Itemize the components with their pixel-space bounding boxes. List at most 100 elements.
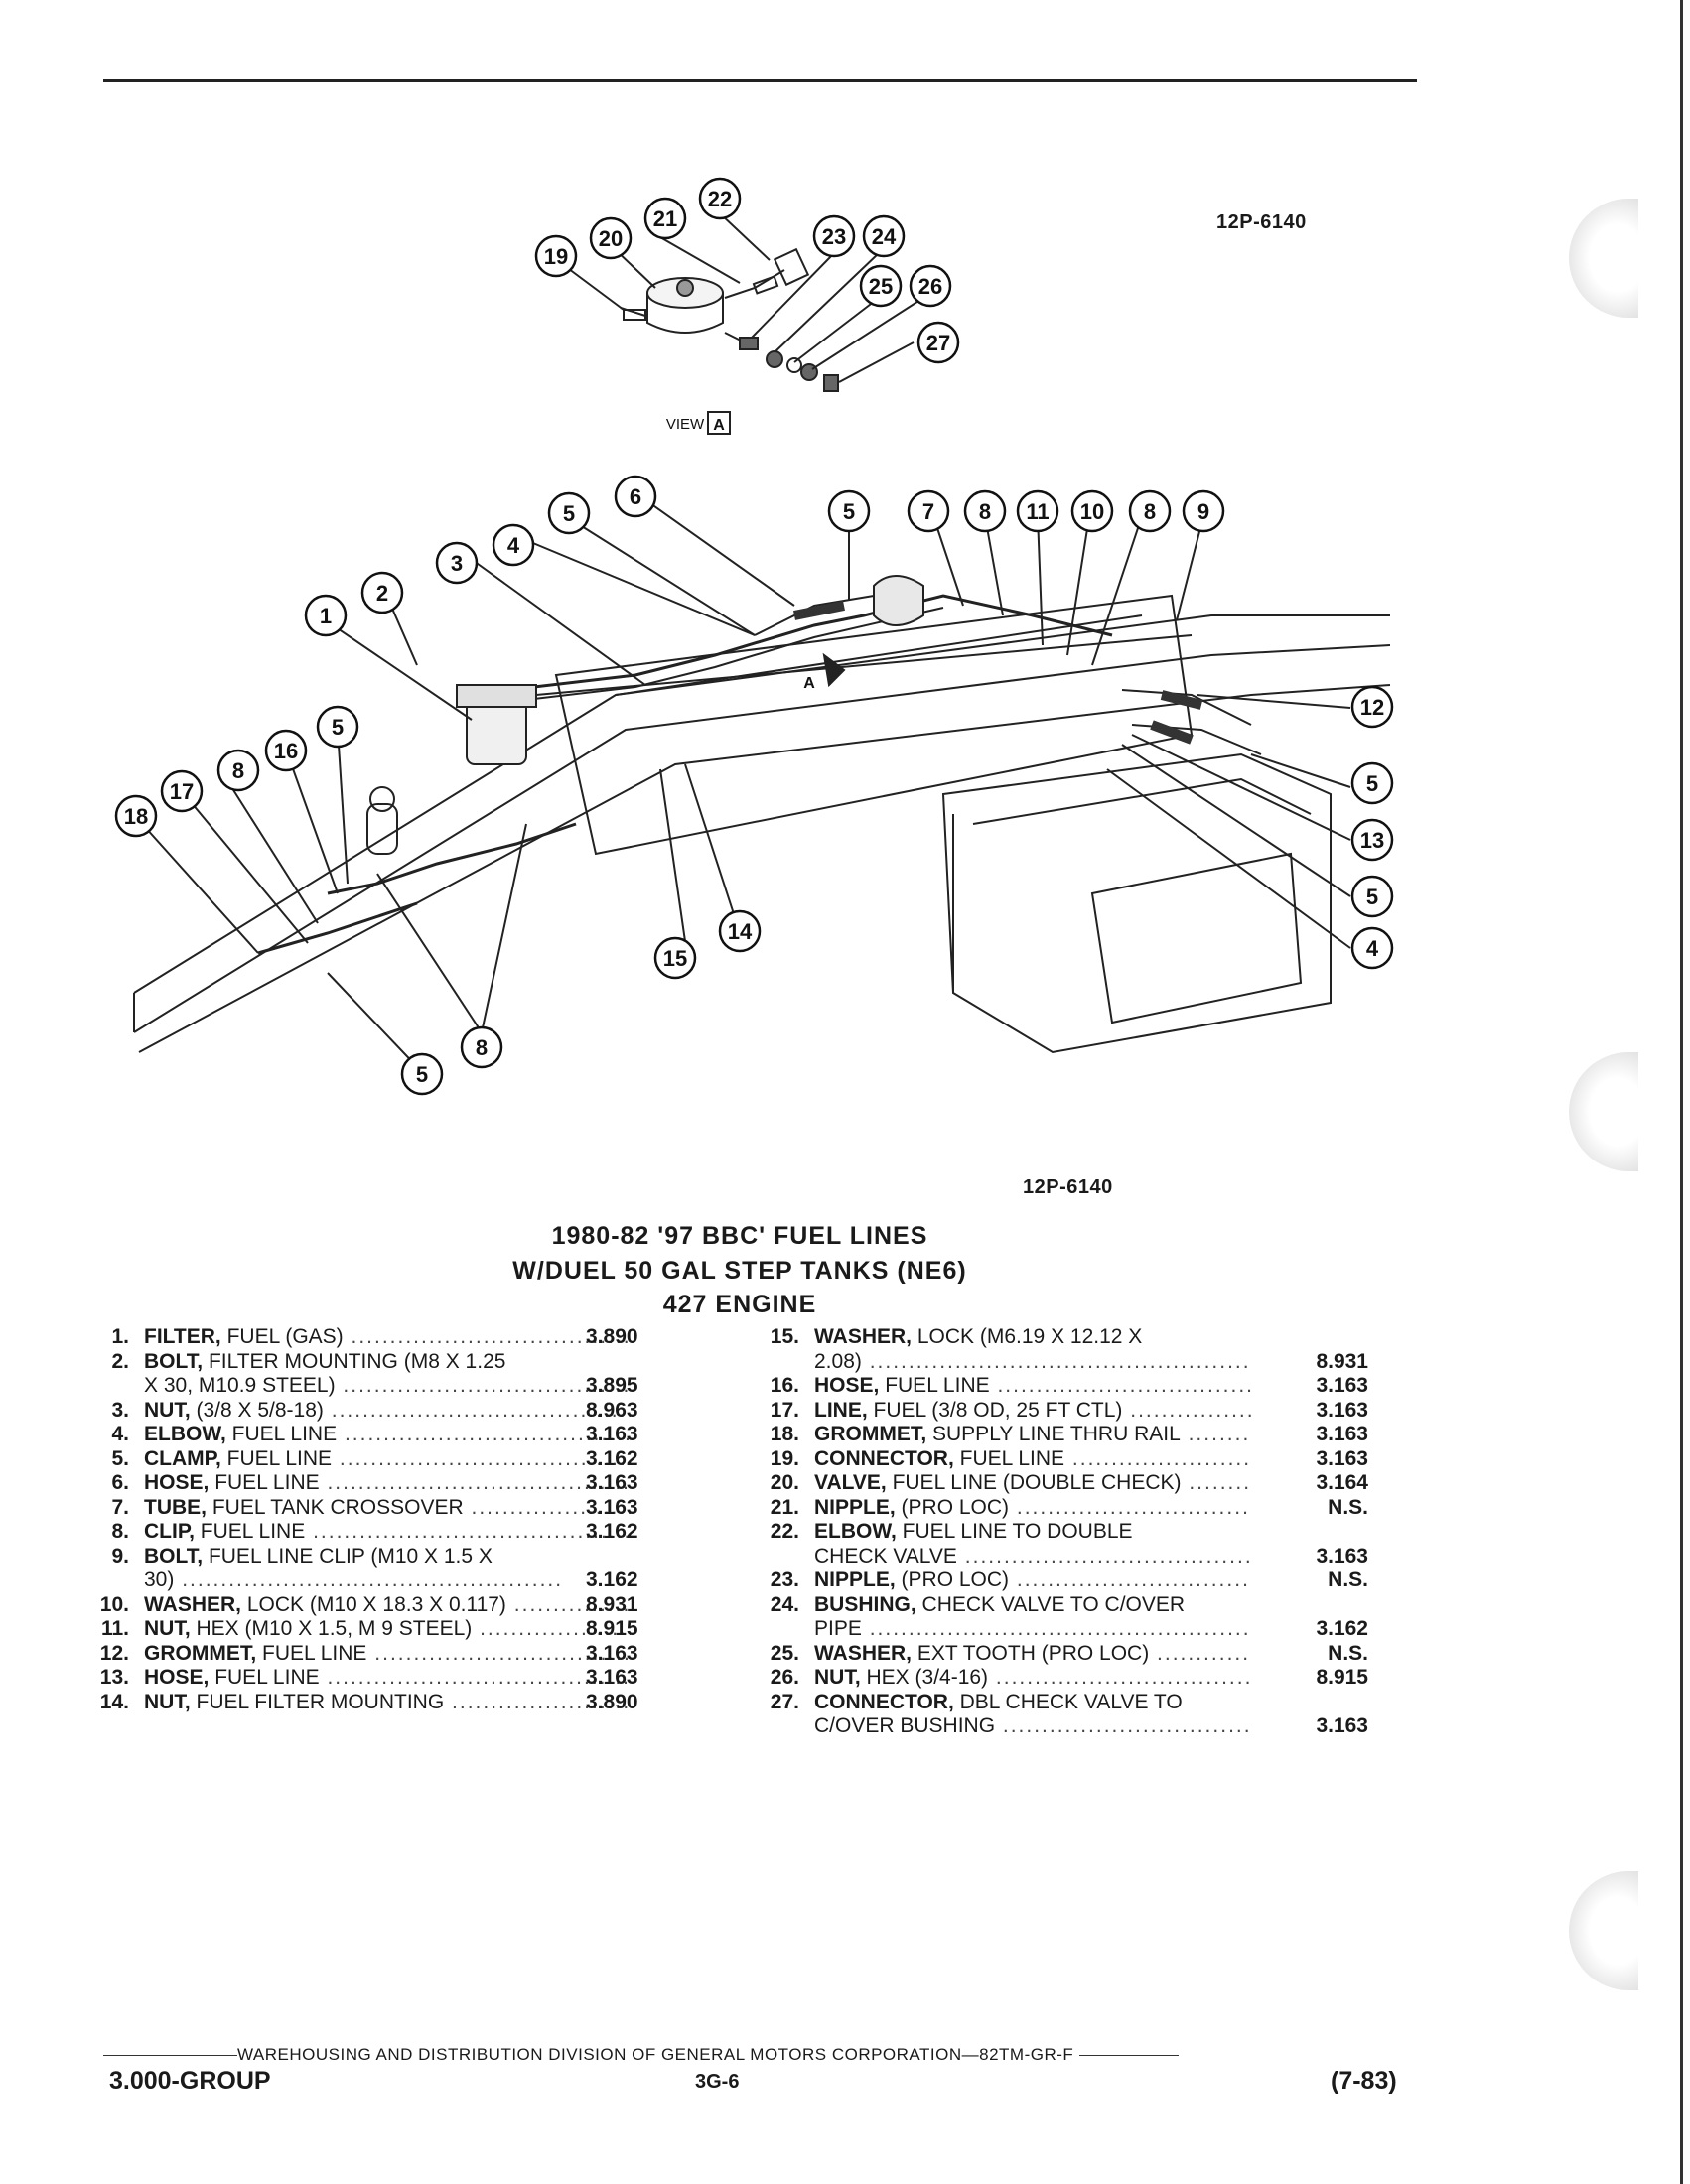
part-row: 13. HOSE, FUEL LINE .....................…: [84, 1666, 720, 1691]
part-code: 3.162: [586, 1569, 638, 1591]
figure-code-top: 12P-6140: [1216, 211, 1307, 233]
part-row: 3.NUT, (3/8 X 5/8-18) ..................…: [84, 1399, 720, 1424]
part-description: VALVE, FUEL LINE (DOUBLE CHECK) ........…: [814, 1471, 1251, 1494]
part-code: 8.931: [1316, 1349, 1368, 1373]
svg-text:4: 4: [1366, 936, 1379, 961]
part-number: 3.: [111, 1398, 129, 1422]
part-code: 3.163: [1316, 1423, 1368, 1445]
svg-text:19: 19: [544, 244, 568, 269]
part-row-continued: 2.08) ..................................…: [755, 1350, 1410, 1375]
part-number: 8.: [111, 1520, 129, 1543]
part-description: BOLT, FILTER MOUNTING (M8 X 1.25: [144, 1349, 506, 1373]
part-description-continued: X 30, M10.9 STEEL) .....................…: [144, 1374, 631, 1397]
part-number: 16.: [770, 1374, 799, 1397]
part-row: 9. BOLT, FUEL LINE CLIP (M10 X 1.5 X: [84, 1545, 720, 1570]
svg-text:12: 12: [1360, 695, 1384, 720]
part-row: 11. NUT, HEX (M10 X 1.5, M 9 STEEL) .....…: [84, 1617, 720, 1642]
part-description: TUBE, FUEL TANK CROSSOVER ..............…: [144, 1495, 631, 1519]
part-row: 22.ELBOW, FUEL LINE TO DOUBLE: [755, 1520, 1410, 1545]
part-code: 3.163: [586, 1471, 638, 1494]
part-description-continued: PIPE ...................................…: [814, 1617, 1251, 1640]
part-description-continued: CHECK VALVE ............................…: [814, 1544, 1251, 1568]
svg-text:8: 8: [232, 758, 244, 783]
part-description: BOLT, FUEL LINE CLIP (M10 X 1.5 X: [144, 1544, 493, 1568]
part-row: 26.NUT, HEX (3/4-16) ...................…: [755, 1666, 1410, 1691]
svg-text:21: 21: [653, 206, 677, 231]
part-description: WASHER, LOCK (M6.19 X 12.12 X: [814, 1325, 1143, 1348]
title-line-1: 1980-82 '97 BBC' FUEL LINES: [551, 1222, 928, 1250]
part-row: 7. TUBE, FUEL TANK CROSSOVER ............…: [84, 1496, 720, 1521]
svg-text:A: A: [713, 417, 725, 434]
part-code: 8.931: [586, 1592, 638, 1616]
part-description: CONNECTOR, FUEL LINE ...................…: [814, 1446, 1251, 1470]
part-row: 4. ELBOW, FUEL LINE .....................…: [84, 1423, 720, 1447]
part-number: 17.: [770, 1398, 799, 1422]
svg-text:5: 5: [563, 501, 575, 526]
part-row: 20. VALVE, FUEL LINE (DOUBLE CHECK) .....…: [755, 1471, 1410, 1496]
part-description: HOSE, FUEL LINE ........................…: [144, 1666, 631, 1689]
svg-text:5: 5: [416, 1062, 428, 1087]
part-row-continued: CHECK VALVE ............................…: [755, 1545, 1410, 1570]
part-code: 3.163: [1316, 1398, 1368, 1422]
part-number: 11.: [100, 1617, 129, 1640]
svg-text:15: 15: [663, 946, 687, 971]
svg-text:5: 5: [1366, 885, 1378, 909]
part-row: 15.WASHER, LOCK (M6.19 X 12.12 X: [755, 1325, 1410, 1350]
part-description: NUT, HEX (M10 X 1.5, M 9 STEEL) ........…: [144, 1617, 631, 1640]
part-row: 24.BUSHING, CHECK VALVE TO C/OVER: [755, 1593, 1410, 1618]
part-number: 23.: [770, 1569, 799, 1591]
part-number: 5.: [111, 1446, 129, 1470]
part-number: 12.: [99, 1641, 129, 1665]
part-number: 20.: [770, 1471, 799, 1494]
page-edge: [1680, 0, 1683, 2184]
part-number: 7.: [111, 1495, 129, 1519]
figure-code-bottom: 12P-6140: [1023, 1176, 1113, 1198]
part-code: 3.162: [586, 1446, 638, 1470]
svg-text:8: 8: [1144, 499, 1156, 524]
part-number: 6.: [111, 1471, 129, 1494]
part-code: 3.890: [586, 1325, 638, 1348]
part-description: NIPPLE, (PRO LOC) ......................…: [814, 1569, 1251, 1591]
part-number: 24.: [770, 1592, 799, 1616]
svg-text:3: 3: [451, 551, 463, 576]
svg-text:1: 1: [320, 604, 332, 628]
part-description: GROMMET, SUPPLY LINE THRU RAIL .........…: [814, 1423, 1251, 1445]
part-description: WASHER, LOCK (M10 X 18.3 X 0.117) ......…: [144, 1592, 631, 1616]
part-number: 19.: [770, 1446, 799, 1470]
svg-text:13: 13: [1360, 828, 1384, 853]
part-code: N.S.: [1328, 1641, 1368, 1665]
part-row: 5.CLAMP, FUEL LINE .....................…: [84, 1447, 720, 1472]
svg-text:A: A: [803, 675, 815, 692]
part-row: 21.NIPPLE, (PRO LOC) ...................…: [755, 1496, 1410, 1521]
part-code: 3.163: [1316, 1374, 1368, 1397]
part-code: 8.963: [586, 1398, 638, 1422]
part-number: 13.: [99, 1666, 129, 1689]
svg-text:17: 17: [170, 779, 194, 804]
svg-text:22: 22: [708, 187, 732, 211]
part-description: FILTER, FUEL (GAS) .....................…: [144, 1325, 631, 1348]
svg-text:7: 7: [922, 499, 934, 524]
part-number: 9.: [111, 1544, 129, 1568]
part-code: 3.163: [586, 1495, 638, 1519]
part-row-continued: PIPE ...................................…: [755, 1617, 1410, 1642]
svg-text:16: 16: [274, 739, 298, 763]
part-code: 3.163: [586, 1666, 638, 1689]
top-rule: [103, 79, 1417, 82]
part-code: 3.163: [586, 1641, 638, 1665]
part-number: 1.: [111, 1325, 129, 1348]
part-code: 3.163: [1316, 1714, 1368, 1737]
part-row: 17.LINE, FUEL (3/8 OD, 25 FT CTL) ......…: [755, 1399, 1410, 1424]
part-description: NIPPLE, (PRO LOC) ......................…: [814, 1495, 1251, 1519]
svg-text:6: 6: [630, 484, 641, 509]
part-row: 2.BOLT, FILTER MOUNTING (M8 X 1.25: [84, 1350, 720, 1375]
svg-text:5: 5: [332, 715, 344, 740]
part-code: 3.163: [1316, 1544, 1368, 1568]
part-number: 4.: [111, 1423, 129, 1445]
part-number: 18.: [770, 1423, 799, 1445]
part-description: ELBOW, FUEL LINE .......................…: [144, 1423, 631, 1445]
svg-text:9: 9: [1197, 499, 1209, 524]
part-code: 8.915: [1316, 1666, 1368, 1689]
part-number: 22.: [770, 1520, 799, 1543]
svg-text:27: 27: [926, 331, 950, 355]
